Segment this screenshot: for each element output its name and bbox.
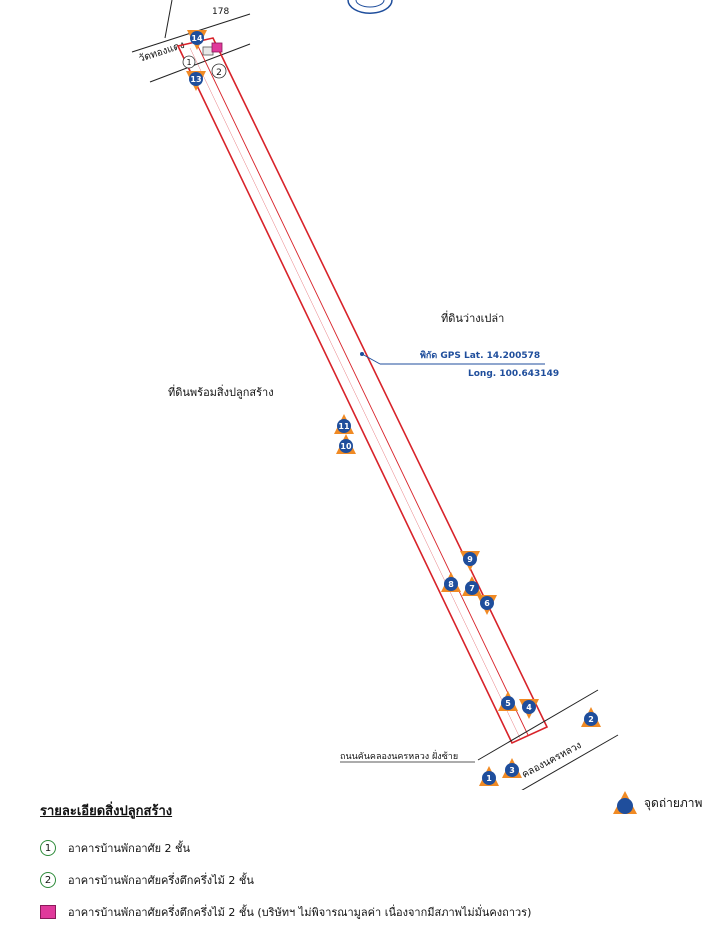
photo-marker-label: 14: [191, 34, 203, 43]
gps-leader-line: [361, 353, 381, 365]
photo-marker-4: 4: [519, 699, 539, 719]
photo-marker-13: 13: [186, 71, 206, 91]
photo-marker-circle: [444, 577, 458, 591]
legend-item-3: อาคารบ้านพักอาศัยครึ่งตึกครึ่งไม้ 2 ชั้น…: [40, 902, 531, 922]
building-icon: [202, 46, 214, 56]
photo-marker-label: 10: [340, 442, 352, 451]
legend-title: รายละเอียดสิ่งปลูกสร้าง: [40, 804, 173, 819]
photo-marker-label: 3: [509, 766, 515, 775]
photo-marker-10: 10: [336, 434, 356, 454]
photo-markers: 1 2 3 4 5 67 8 9 10 11 13 14: [186, 30, 601, 786]
gps-lat-label: พิกัด GPS Lat. 14.200578: [420, 350, 540, 361]
gps-long-label: Long. 100.643149: [468, 369, 559, 379]
photo-marker-circle: [339, 439, 353, 453]
legend-item-1: 1 อาคารบ้านพักอาศัย 2 ชั้น: [40, 838, 190, 858]
photo-marker-label: 2: [588, 715, 594, 724]
photo-marker-label: 1: [486, 774, 492, 783]
photo-marker-label: 4: [526, 703, 532, 712]
photo-marker-5: 5: [498, 691, 518, 711]
building-label-1: 1: [182, 55, 196, 69]
photo-marker-label: 9: [467, 555, 473, 564]
compass-icon: [347, 0, 393, 14]
photo-marker-11: 11: [334, 414, 354, 434]
photo-marker-circle: [189, 72, 203, 86]
photo-marker-circle: [463, 552, 477, 566]
photo-point-label: จุดถ่ายภาพ: [644, 795, 703, 810]
canal-road: [340, 689, 619, 790]
site-map: 178 วัดทองแดง 1 2 ถนนคันคลองนครหลวง ฝั่ง…: [131, 0, 619, 790]
legend-symbol-square-icon: [40, 905, 56, 919]
photo-marker-circle: [584, 712, 598, 726]
photo-point-icon: [613, 791, 637, 814]
building-label-1-text: 1: [186, 58, 191, 67]
vacant-land-label: ที่ดินว่างเปล่า: [441, 310, 504, 325]
photo-marker-label: 8: [448, 580, 454, 589]
legend-symbol-1: 1: [40, 840, 56, 856]
road-number-label: 178: [212, 7, 229, 17]
photo-marker-label: 5: [505, 699, 511, 708]
legend-symbol-2: 2: [40, 872, 56, 888]
photo-marker-circle: [480, 596, 494, 610]
unstable-building-icon: [211, 42, 223, 53]
photo-marker-label: 7: [469, 584, 475, 593]
legend-text-1: อาคารบ้านพักอาศัย 2 ชั้น: [68, 842, 191, 855]
photo-marker-1: 1: [479, 766, 499, 786]
photo-marker-circle: [465, 581, 479, 595]
photo-marker-label: 6: [484, 599, 490, 608]
photo-marker-8: 8: [441, 572, 461, 592]
legend-text-3: อาคารบ้านพักอาศัยครึ่งตึกครึ่งไม้ 2 ชั้น…: [68, 906, 532, 919]
photo-marker-circle: [482, 771, 496, 785]
photo-marker-2: 2: [581, 707, 601, 727]
photo-marker-9: 9: [460, 551, 480, 571]
land-with-buildings-label: ที่ดินพร้อมสิ่งปลูกสร้าง: [168, 384, 274, 399]
photo-marker-label: 13: [190, 75, 201, 84]
photo-marker-label: 11: [338, 422, 350, 431]
legend-text-2: อาคารบ้านพักอาศัยครึ่งตึกครึ่งไม้ 2 ชั้น: [68, 874, 254, 887]
photo-marker-circle: [522, 700, 536, 714]
photo-marker-7: 7: [462, 576, 482, 596]
photo-marker-14: 14: [187, 30, 207, 50]
legend-item-2: 2 อาคารบ้านพักอาศัยครึ่งตึกครึ่งไม้ 2 ชั…: [40, 870, 254, 890]
inner-divider: [195, 41, 529, 736]
building-label-2-text: 2: [216, 68, 222, 78]
photo-marker-circle: [337, 419, 351, 433]
photo-point-key: จุดถ่ายภาพ: [612, 790, 702, 816]
inner-divider-2: [189, 47, 521, 739]
top-road-label: วัดทองแดง: [138, 40, 187, 65]
building-label-2: 2: [211, 63, 227, 79]
photo-marker-3: 3: [502, 758, 522, 778]
photo-marker-6: 6: [477, 595, 497, 615]
photo-marker-circle: [505, 763, 519, 777]
photo-marker-circle: [190, 31, 204, 45]
photo-marker-circle: [501, 696, 515, 710]
bottom-road-label: ถนนคันคลองนครหลวง ฝั่งซ้าย: [340, 749, 458, 762]
